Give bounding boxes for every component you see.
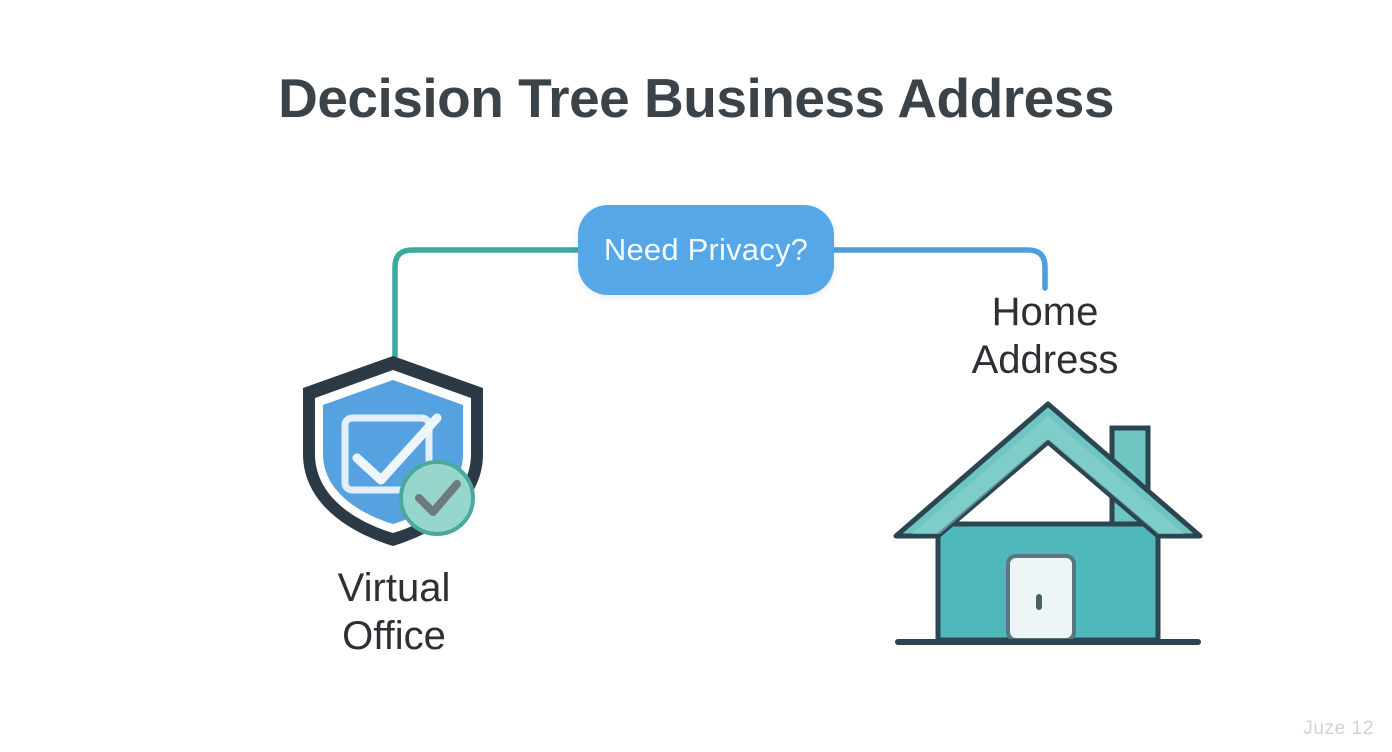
shield-check-icon bbox=[297, 350, 489, 550]
shield-badge-circle bbox=[399, 460, 475, 536]
house-icon bbox=[888, 396, 1208, 654]
house-door-handle bbox=[1036, 594, 1042, 610]
decision-node[interactable]: Need Privacy? bbox=[578, 205, 834, 295]
connector-left-teal bbox=[392, 247, 581, 360]
branch-label-home-address: Home Address bbox=[971, 290, 1119, 382]
house-roof-highlight bbox=[912, 416, 1184, 534]
connector-right-blue bbox=[831, 247, 1048, 291]
shield-badge-checkmark bbox=[415, 480, 461, 516]
shield-checkbox-square bbox=[341, 414, 433, 494]
page-title: Decision Tree Business Address bbox=[278, 67, 1114, 129]
decision-node-label: Need Privacy? bbox=[603, 232, 809, 267]
branch-label-virtual-office: Virtual Office bbox=[337, 566, 451, 658]
shield-checkmark bbox=[352, 413, 442, 485]
watermark-text: Juze 12 bbox=[1303, 718, 1374, 739]
